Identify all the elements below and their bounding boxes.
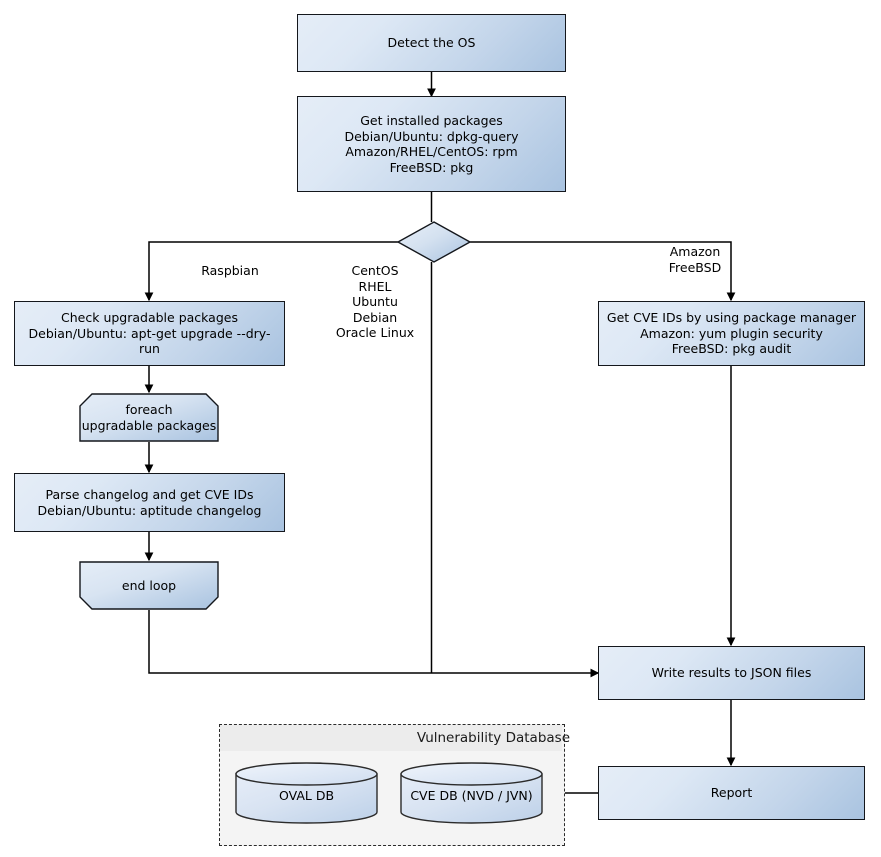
vulnerability-database-title: Vulnerability Database xyxy=(416,730,570,746)
node-foreach-loop-label: foreach upgradable packages xyxy=(81,402,217,433)
link-decision-left xyxy=(144,241,398,302)
branch-label-right: Amazon FreeBSD xyxy=(668,244,722,275)
loop-end-shape xyxy=(79,561,219,610)
vulnerability-database-group: Vulnerability Database xyxy=(219,724,570,846)
branch-label-middle: CentOS RHEL Ubuntu Debian Oracle Linux xyxy=(335,263,415,340)
node-check-upgradable[interactable]: Check upgradable packages Debian/Ubuntu:… xyxy=(14,301,285,366)
node-get-cve-ids[interactable]: Get CVE IDs by using package manager Ama… xyxy=(598,301,865,366)
decision-diamond-shape xyxy=(396,221,472,263)
node-foreach-loop[interactable]: foreach upgradable packages xyxy=(79,393,219,442)
node-get-installed-packages[interactable]: Get installed packages Debian/Ubuntu: dp… xyxy=(297,96,566,192)
branch-label-left: Raspbian xyxy=(201,263,259,278)
node-detect-os[interactable]: Detect the OS xyxy=(297,14,566,72)
oval-db-label: OVAL DB xyxy=(278,788,335,803)
vulnerability-database-title-bar: Vulnerability Database xyxy=(220,725,570,751)
oval-db-cylinder-icon xyxy=(235,762,378,824)
node-write-results-label: Write results to JSON files xyxy=(651,665,812,681)
link-endloop-to-write xyxy=(148,610,600,678)
node-check-upgradable-label: Check upgradable packages Debian/Ubuntu:… xyxy=(28,310,271,357)
node-os-decision[interactable] xyxy=(396,220,472,264)
database-oval-db[interactable]: OVAL DB xyxy=(234,762,379,824)
node-detect-os-label: Detect the OS xyxy=(387,35,476,51)
node-report[interactable]: Report xyxy=(598,766,865,820)
node-get-cve-ids-label: Get CVE IDs by using package manager Ama… xyxy=(606,310,857,357)
cve-db-cylinder-icon xyxy=(400,762,543,824)
node-parse-changelog-label: Parse changelog and get CVE IDs Debian/U… xyxy=(37,487,262,518)
loop-start-shape xyxy=(79,393,219,442)
node-end-loop-label: end loop xyxy=(121,577,177,593)
node-write-results[interactable]: Write results to JSON files xyxy=(598,646,865,700)
cve-db-label: CVE DB (NVD / JVN) xyxy=(410,788,533,803)
node-parse-changelog[interactable]: Parse changelog and get CVE IDs Debian/U… xyxy=(14,473,285,532)
link-decision-right xyxy=(470,241,736,302)
node-end-loop[interactable]: end loop xyxy=(79,561,219,610)
database-cve-db[interactable]: CVE DB (NVD / JVN) xyxy=(399,762,544,824)
node-report-label: Report xyxy=(710,785,753,801)
node-get-installed-packages-label: Get installed packages Debian/Ubuntu: dp… xyxy=(344,113,519,175)
